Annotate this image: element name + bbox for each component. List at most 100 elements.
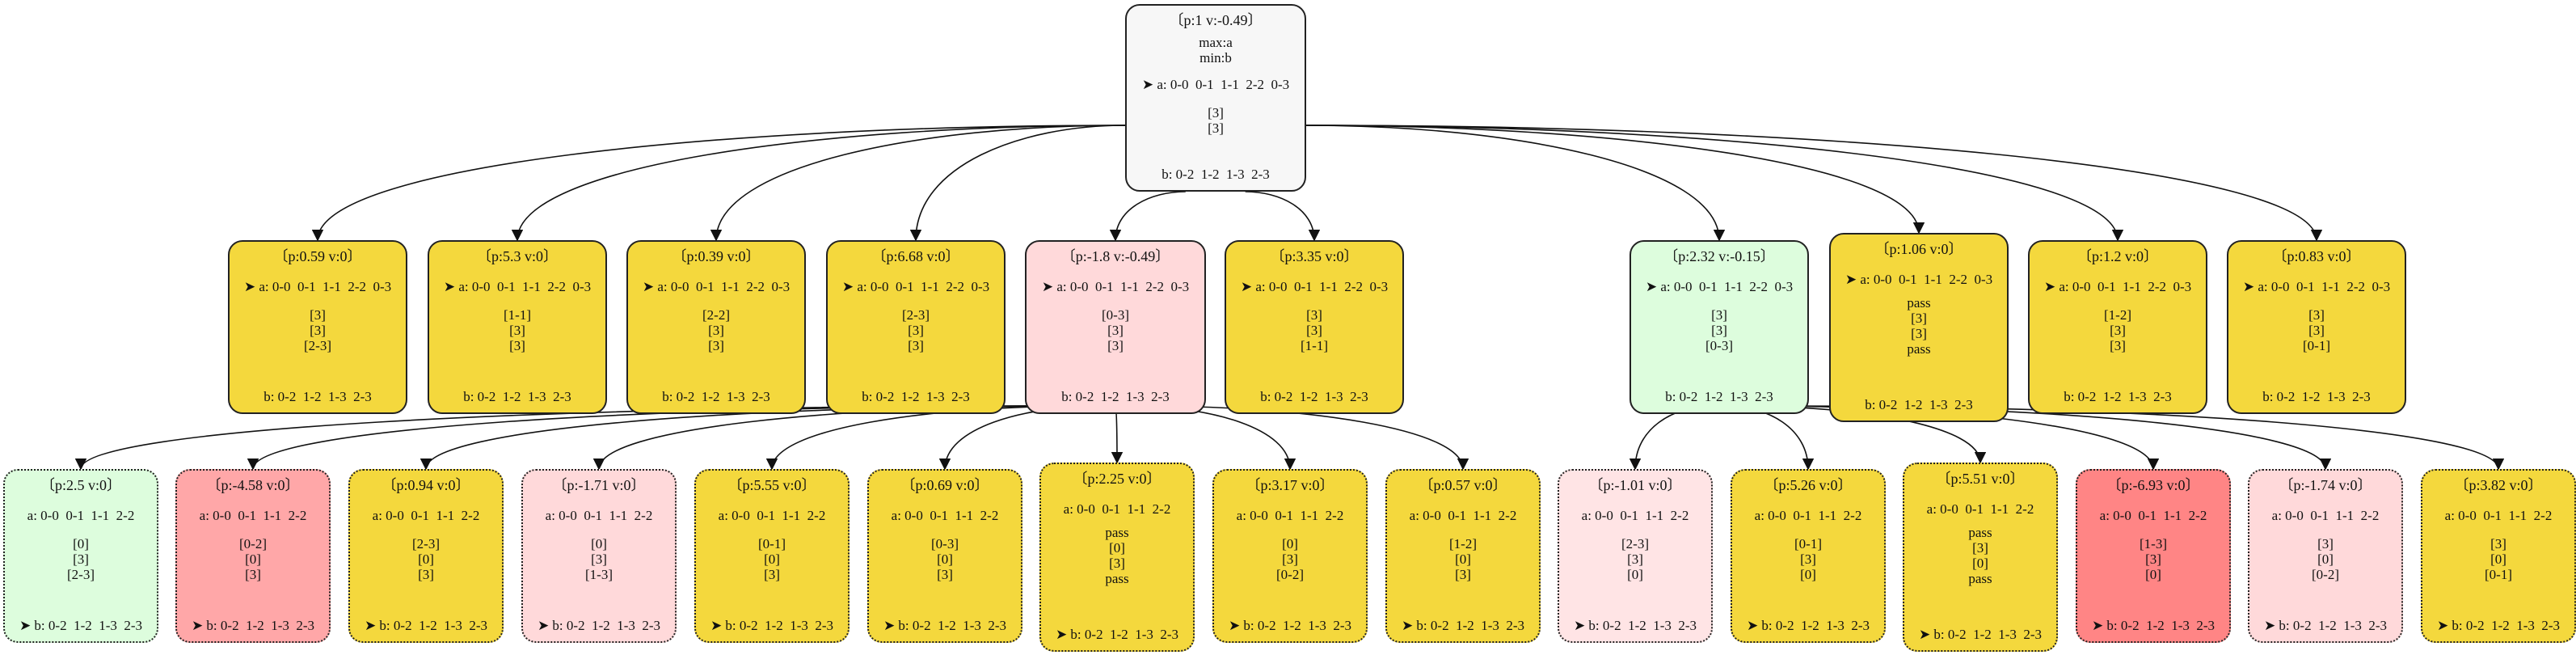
node-header: 〔p:0.59 v:0〕: [273, 248, 362, 264]
node-b-moves: ➤ b: 0-2 1-2 1-3 2-3: [2263, 617, 2388, 633]
node-board-state: [3][3][2-3]: [304, 307, 331, 353]
node-board-state: [1-3][3][0]: [2140, 536, 2167, 582]
edge-root-c6: [1245, 191, 1321, 242]
node-board-line: [0-2]: [2312, 567, 2339, 583]
node-a-moves: ➤ a: 0-0 0-1 1-1 2-2 0-3: [243, 279, 392, 295]
node-board-line: [3]: [708, 338, 724, 354]
edge-root-c3: [710, 125, 1126, 242]
node-board-line: [0]: [764, 551, 780, 568]
edge-root-c1: [311, 125, 1126, 242]
edge-root-c2: [511, 125, 1126, 242]
node-b-moves: ➤ b: 0-2 1-2 1-3 2-3: [2091, 617, 2216, 633]
node-board-line: [0-2]: [239, 536, 267, 552]
node-board-line: [3]: [2110, 323, 2126, 339]
tree-node-c5: 〔p:-1.8 v:-0.49〕➤ a: 0-0 0-1 1-1 2-2 0-3…: [1025, 240, 1206, 414]
node-board-line: [1-2]: [2104, 307, 2131, 323]
node-board-state: [2-2][3][3]: [702, 307, 730, 353]
node-board-line: [3]: [1711, 323, 1727, 339]
node-board-line: [3]: [509, 338, 525, 354]
node-header: 〔p:-1.74 v:0〕: [2279, 477, 2372, 493]
node-b-moves: b: 0-2 1-2 1-3 2-3: [1061, 388, 1170, 404]
node-b-moves: ➤ b: 0-2 1-2 1-3 2-3: [364, 617, 488, 633]
tree-node-c1: 〔p:0.59 v:0〕 ➤ a: 0-0 0-1 1-1 2-2 0-3 [3][…: [228, 240, 407, 414]
node-header: 〔p:3.35 v:0〕: [1270, 248, 1359, 264]
node-board-line: [3]: [908, 338, 924, 354]
node-board-line: [0-3]: [931, 536, 959, 552]
node-role-label: max:a: [1199, 35, 1233, 51]
node-header: 〔p:1.06 v:0〕: [1874, 241, 1963, 257]
tree-node-c10: 〔p:0.83 v:0〕➤ a: 0-0 0-1 1-1 2-2 0-3[3][…: [2227, 240, 2406, 414]
node-board-line: [0]: [937, 551, 953, 568]
node-header: 〔p:0.57 v:0〕: [1419, 477, 1507, 493]
node-b-moves: b: 0-2 1-2 1-3 2-3: [2064, 388, 2172, 404]
node-board-line: [1-2]: [1449, 536, 1477, 552]
node-board-state: [0-1][3][0]: [1794, 536, 1822, 582]
node-board-state: [0-3][3][3]: [1102, 307, 1129, 353]
node-board-line: [3]: [908, 323, 924, 339]
node-board-state: [1-2][3][3]: [2104, 307, 2131, 353]
node-a-moves: ➤ a: 0-0 0-1 1-1 2-2 0-3: [2043, 279, 2192, 295]
node-a-moves: ➤ a: 0-0 0-1 1-1 2-2 0-3: [1845, 272, 1993, 288]
node-board-line: pass: [1968, 571, 1992, 587]
node-a-moves: a: 0-0 0-1 1-1 2-2: [2444, 508, 2553, 524]
tree-node-g3: 〔p:0.94 v:0〕a: 0-0 0-1 1-1 2-2[2-3][0][3…: [348, 469, 504, 643]
node-board-line: [3]: [764, 567, 780, 583]
edge-root-c4: [909, 125, 1126, 242]
edge-c5-g4: [592, 405, 1074, 471]
node-board-state: [0][3][2-3]: [67, 536, 95, 582]
node-board-line: [1-1]: [1301, 338, 1328, 354]
node-header: 〔p:5.55 v:0〕: [727, 477, 816, 493]
node-board-state: pass[3][0]pass: [1968, 525, 1992, 586]
node-board-line: [0]: [1627, 567, 1643, 583]
node-board-line: [0-3]: [1102, 307, 1129, 323]
node-board-line: [3]: [1455, 567, 1471, 583]
node-header: 〔p:5.26 v:0〕: [1764, 477, 1853, 493]
edge-c7-h2: [1726, 405, 1815, 471]
node-board-line: [3]: [1208, 120, 1224, 137]
node-board-line: [2-3]: [902, 307, 930, 323]
node-board-line: [3]: [937, 567, 953, 583]
node-board-state: pass[3][3]pass: [1907, 295, 1930, 357]
node-board-line: pass: [1907, 341, 1931, 357]
node-a-moves: ➤ a: 0-0 0-1 1-1 2-2 0-3: [642, 279, 791, 295]
node-header: 〔p:5.51 v:0〕: [1936, 471, 2025, 487]
node-b-moves: b: 0-2 1-2 1-3 2-3: [862, 388, 970, 404]
node-board-state: [1-2][0][3]: [1449, 536, 1477, 582]
node-board-line: [3]: [2145, 551, 2161, 568]
node-board-line: [3]: [1627, 551, 1643, 568]
node-header: 〔p:2.32 v:-0.15〕: [1663, 248, 1775, 264]
node-a-moves: a: 0-0 0-1 1-1 2-2: [1409, 508, 1517, 524]
node-board-state: [0-1][0][3]: [758, 536, 786, 582]
node-board-line: [3]: [1208, 105, 1224, 121]
node-board-line: [1-3]: [585, 567, 613, 583]
node-a-moves: a: 0-0 0-1 1-1 2-2: [27, 508, 135, 524]
node-board-line: [3]: [1107, 323, 1124, 339]
node-board-state: [3][3][0-1]: [2303, 307, 2330, 353]
node-board-line: [0-3]: [1705, 338, 1733, 354]
node-board-line: [0]: [245, 551, 261, 568]
node-b-moves: ➤ b: 0-2 1-2 1-3 2-3: [710, 617, 834, 633]
node-a-moves: ➤ a: 0-0 0-1 1-1 2-2 0-3: [1645, 279, 1794, 295]
node-board-line: [0]: [2145, 567, 2161, 583]
node-header: 〔p:-1.01 v:0〕: [1588, 477, 1682, 493]
edge-root-c5: [1109, 191, 1186, 242]
node-b-moves: b: 0-2 1-2 1-3 2-3: [463, 388, 571, 404]
node-board-state: [3][0][0-1]: [2485, 536, 2512, 582]
node-a-moves: a: 0-0 0-1 1-1 2-2: [2271, 508, 2380, 524]
tree-node-h5: 〔p:-1.74 v:0〕a: 0-0 0-1 1-1 2-2[3][0][0-…: [2248, 469, 2403, 643]
node-b-moves: ➤ b: 0-2 1-2 1-3 2-3: [1055, 626, 1179, 642]
node-board-line: [1-1]: [504, 307, 531, 323]
tree-node-g5: 〔p:5.55 v:0〕a: 0-0 0-1 1-1 2-2[0-1][0][3…: [694, 469, 850, 643]
node-board-line: [3]: [73, 551, 89, 568]
tree-node-c4: 〔p:6.68 v:0〕➤ a: 0-0 0-1 1-1 2-2 0-3[2-3…: [826, 240, 1006, 414]
node-board-line: pass: [1907, 295, 1931, 311]
node-a-moves: ➤ a: 0-0 0-1 1-1 2-2 0-3: [1141, 77, 1290, 93]
node-board-line: [0-1]: [2303, 338, 2330, 354]
edge-c7-h1: [1629, 405, 1713, 471]
node-board-line: pass: [1105, 525, 1129, 541]
node-board-line: [0]: [591, 536, 607, 552]
node-header: 〔p:-1.8 v:-0.49〕: [1060, 248, 1170, 264]
node-header: 〔p:-4.58 v:0〕: [206, 477, 300, 493]
